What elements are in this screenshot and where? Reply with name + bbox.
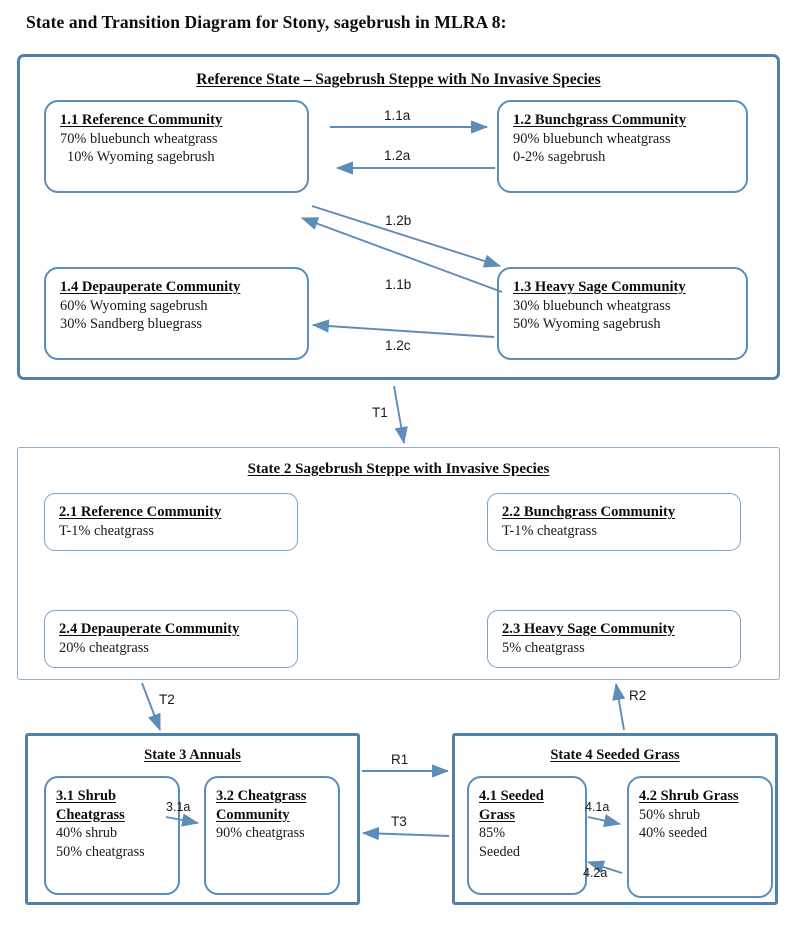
community-title: 1.2 Bunchgrass Community	[513, 112, 687, 128]
arrow-label-3-1a: 3.1a	[166, 800, 191, 814]
community-line: Seeded	[479, 843, 520, 860]
community-title: 2.1 Reference Community	[59, 504, 222, 520]
community-line: 30% Sandberg bluegrass	[60, 316, 203, 333]
community-line: 60% Wyoming sagebrush	[60, 297, 208, 314]
state-2-heading: State 2 Sagebrush Steppe with Invasive S…	[247, 461, 550, 477]
community-title: 2.2 Bunchgrass Community	[502, 504, 676, 520]
community-box-1-2[interactable]: 1.2 Bunchgrass Community 90% bluebunch w…	[497, 100, 748, 193]
state-1-heading: Reference State – Sagebrush Steppe with …	[196, 71, 601, 88]
arrow-r2	[612, 682, 626, 731]
community-box-4-2[interactable]: 4.2 Shrub Grass 50% shrub 40% seeded	[627, 776, 773, 898]
community-line: 70% bluebunch wheatgrass	[60, 130, 218, 147]
page-title: State and Transition Diagram for Stony, …	[26, 12, 507, 32]
community-box-4-1[interactable]: 4.1 Seeded Grass 85% Seeded	[467, 776, 587, 895]
community-line: 50% Wyoming sagebrush	[513, 316, 661, 333]
arrow-label-1-2b: 1.2b	[385, 213, 412, 228]
community-box-3-1[interactable]: 3.1 Shrub Cheatgrass 40% shrub 50% cheat…	[44, 776, 180, 895]
arrow-label-r1: R1	[391, 752, 409, 767]
community-title: 1.3 Heavy Sage Community	[513, 279, 686, 295]
arrow-label-t1: T1	[372, 405, 388, 420]
arrow-label-r2: R2	[629, 688, 647, 703]
community-line: 40% seeded	[639, 825, 708, 842]
arrow-label-1-1a: 1.1a	[384, 108, 411, 123]
community-box-3-2[interactable]: 3.2 Cheatgrass Community 90% cheatgrass	[204, 776, 340, 895]
state-3-container: State 3 Annuals 3.1 Shrub Cheatgrass 40%…	[25, 733, 360, 905]
community-line: 85%	[479, 825, 506, 842]
arrow-t1	[393, 385, 408, 445]
community-line: T-1% cheatgrass	[59, 522, 154, 539]
community-line: 0-2% sagebrush	[513, 149, 606, 166]
arrow-label-4-2a: 4.2a	[583, 866, 608, 880]
arrow-label-t3: T3	[391, 814, 407, 829]
community-line: 40% shrub	[56, 825, 118, 842]
community-line: 50% cheatgrass	[56, 843, 145, 860]
community-title: 1.1 Reference Community	[60, 112, 223, 128]
arrow-label-1-2a: 1.2a	[384, 148, 411, 163]
community-line: 10% Wyoming sagebrush	[67, 149, 215, 166]
community-line: 90% bluebunch wheatgrass	[513, 130, 671, 147]
community-title: 2.4 Depauperate Community	[59, 621, 240, 637]
state-3-heading: State 3 Annuals	[144, 747, 241, 763]
arrow-t3	[361, 826, 450, 841]
community-box-2-1[interactable]: 2.1 Reference Community T-1% cheatgrass	[44, 493, 298, 551]
arrow-label-t2: T2	[159, 692, 175, 707]
community-title: 2.3 Heavy Sage Community	[502, 621, 675, 637]
state-1-container: Reference State – Sagebrush Steppe with …	[17, 54, 780, 380]
arrow-label-1-2c: 1.2c	[385, 338, 411, 353]
state-4-container: State 4 Seeded Grass 4.1 Seeded Grass 85…	[452, 733, 778, 905]
community-line: 5% cheatgrass	[502, 639, 585, 656]
community-line: 30% bluebunch wheatgrass	[513, 297, 671, 314]
community-title: 4.1 Seeded Grass	[479, 788, 544, 823]
state-2-container: State 2 Sagebrush Steppe with Invasive S…	[17, 447, 780, 680]
arrow-label-1-1b: 1.1b	[385, 277, 412, 292]
community-line: 20% cheatgrass	[59, 639, 149, 656]
community-box-1-1[interactable]: 1.1 Reference Community 70% bluebunch wh…	[44, 100, 309, 193]
community-box-2-3[interactable]: 2.3 Heavy Sage Community 5% cheatgrass	[487, 610, 741, 668]
community-box-2-4[interactable]: 2.4 Depauperate Community 20% cheatgrass	[44, 610, 298, 668]
arrow-label-4-1a: 4.1a	[585, 800, 610, 814]
arrow-t2	[141, 682, 161, 732]
community-title: 4.2 Shrub Grass	[639, 788, 739, 804]
community-box-2-2[interactable]: 2.2 Bunchgrass Community T-1% cheatgrass	[487, 493, 741, 551]
state-4-heading: State 4 Seeded Grass	[550, 747, 680, 763]
community-line: 90% cheatgrass	[216, 825, 305, 842]
community-title: 1.4 Depauperate Community	[60, 279, 241, 295]
community-title: 3.1 Shrub Cheatgrass	[56, 788, 125, 823]
community-box-1-3[interactable]: 1.3 Heavy Sage Community 30% bluebunch w…	[497, 267, 748, 360]
community-title: 3.2 Cheatgrass Community	[216, 788, 307, 823]
community-line: T-1% cheatgrass	[502, 522, 597, 539]
community-box-1-4[interactable]: 1.4 Depauperate Community 60% Wyoming sa…	[44, 267, 309, 360]
community-line: 50% shrub	[639, 806, 701, 823]
